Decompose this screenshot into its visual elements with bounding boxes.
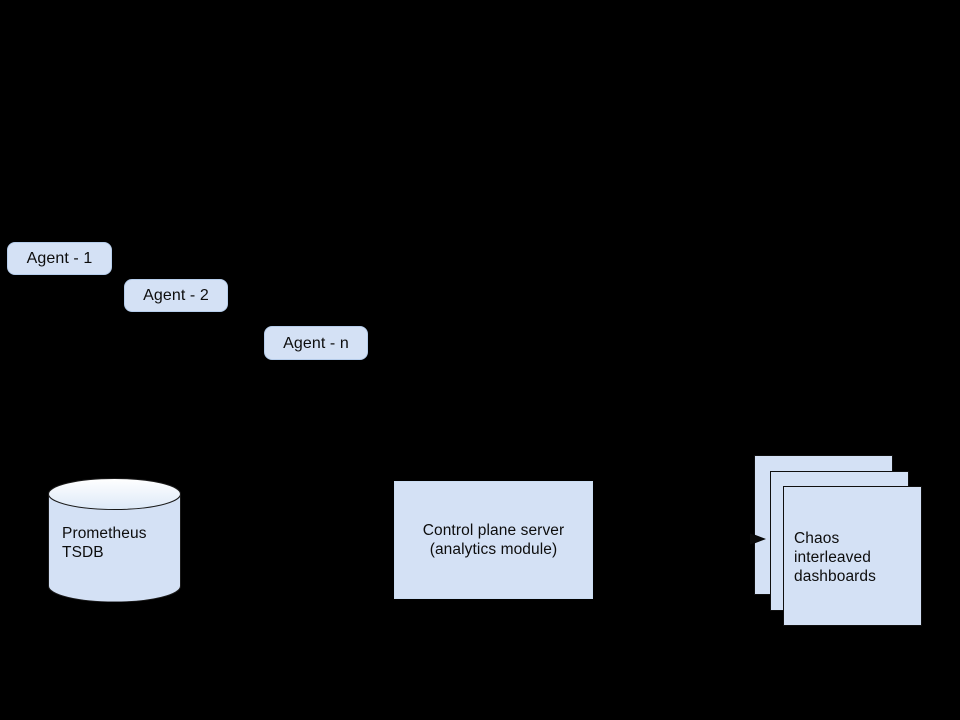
node-prometheus-tsdb-label-wrap: Prometheus TSDB (62, 524, 172, 562)
database-cylinder-icon (48, 478, 181, 602)
node-control-plane-server-label: Control plane server (analytics module) (422, 522, 565, 558)
dashboard-card-front: Chaos interleaved dashboards (783, 486, 922, 626)
node-agent-1-label: Agent - 1 (26, 250, 93, 267)
node-agent-1[interactable]: Agent - 1 (7, 242, 112, 275)
node-agent-n[interactable]: Agent - n (264, 326, 368, 360)
node-agent-2-label: Agent - 2 (143, 287, 209, 304)
node-agent-2[interactable]: Agent - 2 (124, 279, 228, 312)
node-control-plane-server[interactable]: Control plane server (analytics module) (394, 481, 593, 599)
node-chaos-dashboards[interactable]: Chaos interleaved dashboards (754, 455, 924, 630)
node-chaos-dashboards-label: Chaos interleaved dashboards (794, 530, 877, 585)
node-prometheus-tsdb-label: Prometheus TSDB (62, 525, 147, 561)
node-agent-n-label: Agent - n (283, 334, 349, 352)
node-prometheus-tsdb[interactable]: Prometheus TSDB (48, 478, 181, 602)
arrow-to-dashboards-icon (748, 530, 768, 548)
node-chaos-dashboards-label-wrap: Chaos interleaved dashboards (794, 529, 914, 586)
